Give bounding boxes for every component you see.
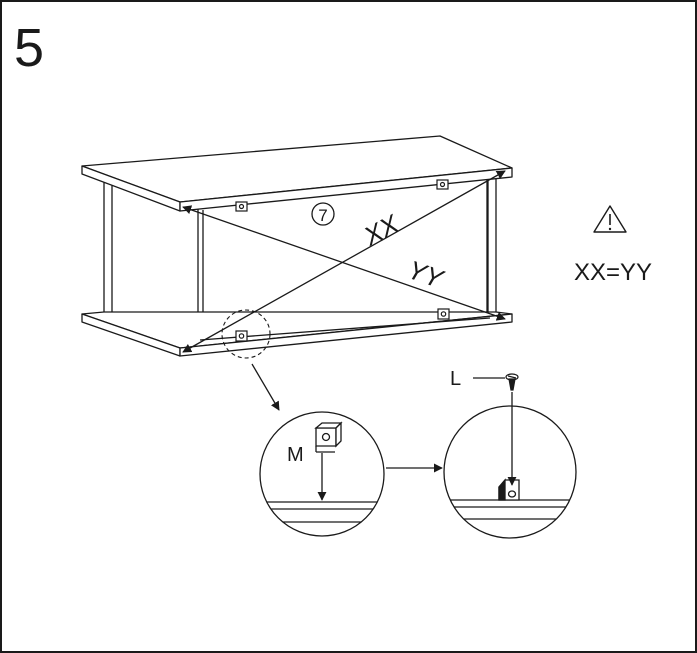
bracket-bottom-left <box>235 330 248 342</box>
detail-screw-fixing: L <box>443 368 577 539</box>
screw-l-icon <box>505 373 519 391</box>
bracket-bottom-right <box>437 308 450 320</box>
detail-callout-circle <box>221 309 271 359</box>
bracket-top-left <box>235 201 248 212</box>
detail-bracket-placement: M <box>259 411 385 537</box>
panel-number: 7 <box>318 206 327 225</box>
screw-label: L <box>450 368 461 390</box>
bracket-top-right <box>436 179 449 190</box>
bracket-m-icon <box>314 421 343 453</box>
callout-arrow <box>251 363 280 411</box>
diagonal-xx <box>182 170 506 353</box>
panel-number-marker: 7 <box>311 202 335 226</box>
step-number: 5 <box>14 18 44 78</box>
warning-triangle-icon <box>593 205 627 233</box>
bracket-installed-icon <box>498 478 520 501</box>
bracket-label: M <box>287 444 304 466</box>
warning-equation: XX=YY <box>574 259 652 286</box>
right-side-panel <box>487 171 497 325</box>
left-side-panel <box>103 177 113 318</box>
